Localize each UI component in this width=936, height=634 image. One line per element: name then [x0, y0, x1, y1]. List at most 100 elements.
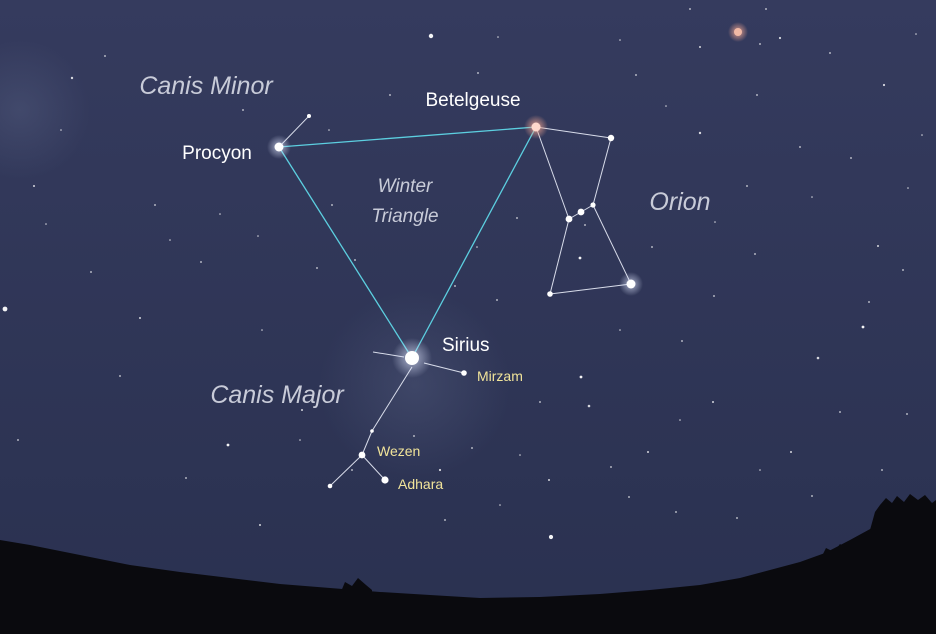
wezen-label: Wezen [377, 443, 420, 459]
background-star [759, 43, 761, 45]
background-star [444, 519, 446, 521]
canis-minor-star-2 [307, 114, 311, 118]
background-star [736, 517, 738, 519]
background-star [516, 217, 518, 219]
sirius-label: Sirius [442, 335, 490, 356]
horizon-silhouette [0, 500, 936, 634]
milky-way-haze-2 [0, 40, 90, 180]
background-star [665, 105, 667, 107]
bellatrix-star [607, 134, 615, 142]
background-star [331, 204, 333, 206]
canis-major-star-4 [370, 429, 374, 433]
background-star [219, 213, 221, 215]
background-star [587, 404, 591, 408]
background-star [154, 204, 156, 206]
betelgeuse-label: Betelgeuse [425, 90, 520, 111]
background-star [139, 317, 141, 319]
background-star [301, 409, 303, 411]
background-star [242, 109, 244, 111]
background-star [799, 146, 801, 148]
background-star [756, 94, 758, 96]
background-star [712, 401, 714, 403]
background-star [765, 8, 767, 10]
background-star [829, 52, 831, 54]
background-star [169, 239, 171, 241]
winter-triangle-label-line1: Winter [378, 176, 433, 197]
background-star [816, 356, 820, 360]
wezen-star [358, 451, 366, 459]
background-star [850, 157, 852, 159]
background-star [200, 261, 202, 263]
canis-major-star-3 [327, 483, 333, 489]
saiph-star [547, 291, 553, 297]
background-star [778, 36, 782, 40]
belt-star-2 [577, 208, 585, 216]
background-star [882, 83, 886, 87]
winter-triangle-lines [278, 126, 537, 359]
background-star [354, 259, 356, 261]
background-star [33, 185, 35, 187]
background-star [519, 454, 521, 456]
background-star [259, 524, 261, 526]
background-star [635, 74, 637, 76]
background-star [907, 187, 909, 189]
background-star [675, 511, 677, 513]
background-star [351, 469, 353, 471]
background-star [70, 76, 74, 80]
background-star [902, 269, 904, 271]
background-star [497, 36, 499, 38]
named-stars [267, 22, 748, 489]
background-star [759, 469, 761, 471]
background-star [476, 246, 478, 248]
background-star [628, 496, 630, 498]
background-star [714, 221, 716, 223]
background-star [861, 325, 865, 329]
background-star [578, 256, 582, 260]
background-star [811, 196, 813, 198]
background-star [226, 443, 230, 447]
background-star [2, 306, 8, 312]
background-star [454, 285, 456, 287]
labels: Canis Minor Orion Canis Major Winter Tri… [139, 72, 710, 492]
background-star [328, 129, 330, 131]
background-star [698, 131, 702, 135]
background-star [746, 185, 748, 187]
belt-star-3 [590, 202, 596, 208]
background-star [915, 33, 917, 35]
background-star [413, 435, 415, 437]
background-star [257, 235, 259, 237]
background-star [539, 401, 541, 403]
background-star [548, 534, 554, 540]
milky-way-haze [320, 290, 510, 480]
background-star [499, 504, 501, 506]
background-star [754, 253, 756, 255]
background-star [316, 267, 318, 269]
background-star [584, 224, 586, 226]
background-star [839, 411, 841, 413]
background-star [548, 479, 550, 481]
background-star [619, 39, 621, 41]
background-star [647, 451, 649, 453]
belt-star-1 [565, 215, 573, 223]
background-star [681, 340, 683, 342]
background-star [389, 94, 391, 96]
mirzam-label: Mirzam [477, 368, 523, 384]
background-star [45, 223, 47, 225]
winter-triangle-label-line2: Triangle [371, 206, 438, 227]
background-star [679, 419, 681, 421]
background-star [868, 301, 870, 303]
procyon-label: Procyon [182, 143, 252, 164]
adhara-label: Adhara [398, 476, 443, 492]
background-star [477, 72, 479, 74]
background-star [699, 46, 701, 48]
background-star [881, 469, 883, 471]
background-star [790, 451, 792, 453]
background-star [90, 271, 92, 273]
background-star [60, 129, 62, 131]
background-star [579, 375, 583, 379]
background-star [619, 329, 621, 331]
adhara-star [381, 476, 389, 484]
background-star [471, 447, 473, 449]
background-star [104, 55, 106, 57]
